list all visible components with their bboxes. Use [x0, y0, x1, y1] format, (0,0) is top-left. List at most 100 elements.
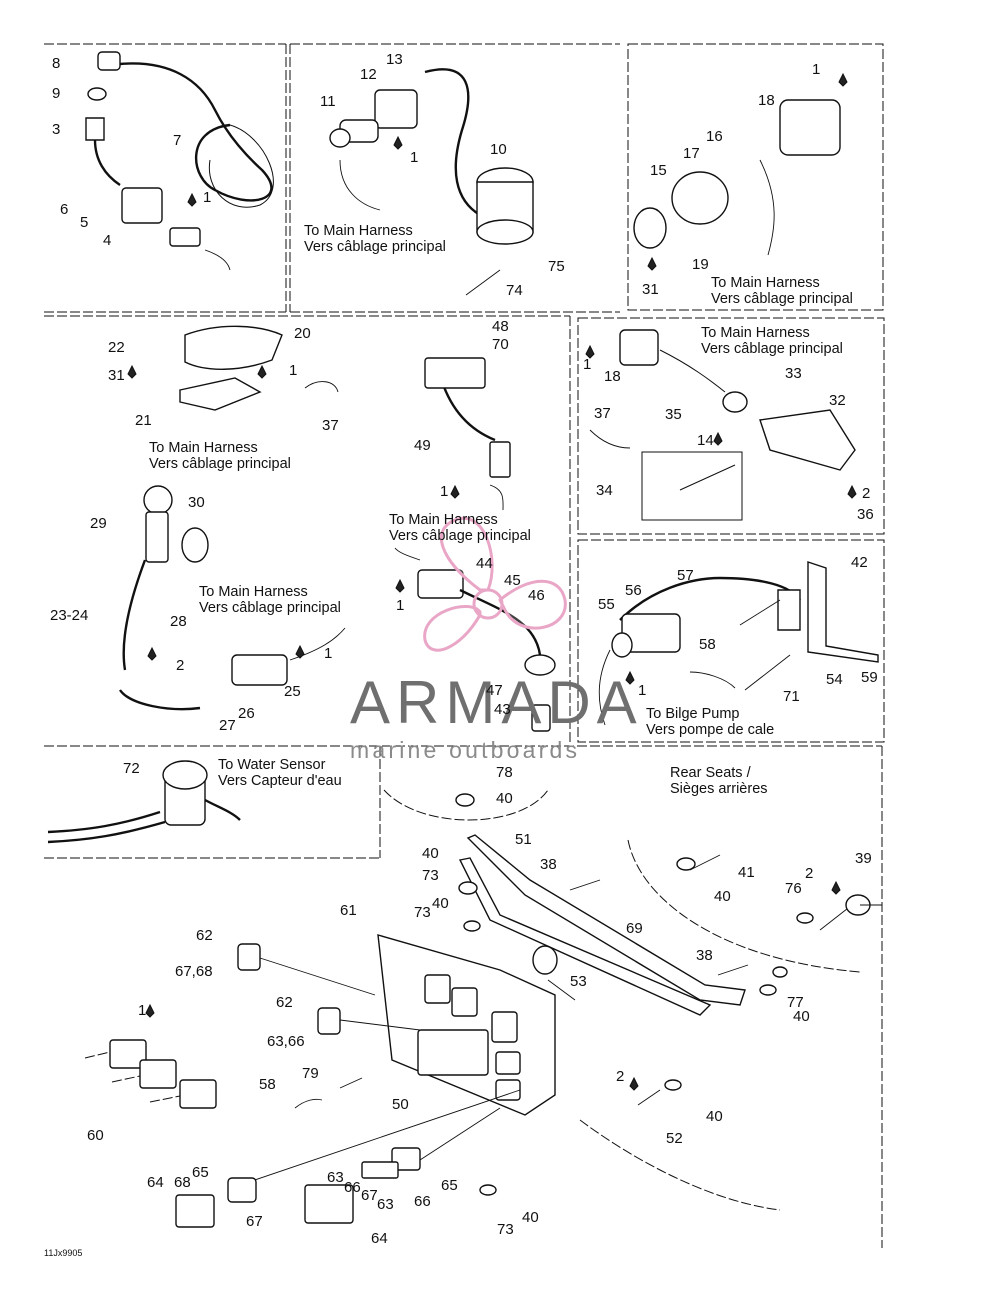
propeller-blade	[423, 605, 482, 652]
part-number: 40	[522, 1209, 539, 1226]
part-number: 26	[238, 705, 255, 722]
part-number: 72	[123, 760, 140, 777]
part-number: 37	[322, 417, 339, 434]
part-number: 50	[392, 1096, 409, 1113]
part-number: 13	[386, 51, 403, 68]
panel-switch	[180, 326, 510, 510]
part-number: 23-24	[50, 607, 89, 624]
part-number: 16	[706, 128, 723, 145]
part-number: 28	[170, 613, 187, 630]
watermark-subtitle: marine outboards	[350, 737, 581, 763]
part-number: 1	[396, 597, 405, 614]
part-number: 78	[496, 764, 513, 781]
part-number: 40	[714, 888, 731, 905]
part-number: 1	[440, 483, 449, 500]
part-number: 62	[276, 994, 293, 1011]
part-number: 1	[324, 645, 333, 662]
part-number: 29	[90, 515, 107, 532]
part-number: 1	[203, 189, 212, 206]
part-number: 1	[812, 61, 821, 78]
part-number: 38	[540, 856, 557, 873]
part-number: 36	[857, 506, 874, 523]
part-number: 15	[650, 162, 667, 179]
panel-bilge	[599, 562, 878, 725]
part-number: 2	[616, 1068, 625, 1085]
part-number: 3	[52, 121, 61, 138]
part-number: 77	[787, 994, 804, 1011]
part-number: 67	[246, 1213, 263, 1230]
part-number: 43	[494, 701, 511, 718]
part-number: 67,68	[175, 963, 213, 980]
part-number: 63	[327, 1169, 344, 1186]
part-number: 25	[284, 683, 301, 700]
part-number: 62	[196, 927, 213, 944]
part-number: 74	[506, 282, 523, 299]
part-number: 47	[486, 682, 503, 699]
part-number: 39	[855, 850, 872, 867]
part-number: 44	[476, 555, 493, 572]
part-number: 35	[665, 406, 682, 423]
part-number: 4	[103, 232, 112, 249]
part-number: 68	[174, 1174, 191, 1191]
part-number: 19	[692, 256, 709, 273]
part-number: 58	[699, 636, 716, 653]
part-number: 18	[604, 368, 621, 385]
part-number: 42	[851, 554, 868, 571]
watermark-title: ARMADA	[350, 669, 643, 736]
part-number: 60	[87, 1127, 104, 1144]
part-number: 32	[829, 392, 846, 409]
part-number: 2	[176, 657, 185, 674]
part-number: 64	[371, 1230, 388, 1247]
part-number: 7	[173, 132, 182, 149]
part-number: 18	[758, 92, 775, 109]
panel-electrical-box	[238, 794, 882, 1195]
part-number: 40	[496, 790, 513, 807]
part-number: 57	[677, 567, 694, 584]
panel-gauge	[634, 100, 840, 255]
part-number: 9	[52, 85, 61, 102]
part-number: 63,66	[267, 1033, 305, 1050]
part-number: 55	[598, 596, 615, 613]
part-number: 59	[861, 669, 878, 686]
part-number: 40	[432, 895, 449, 912]
part-number: 73	[414, 904, 431, 921]
part-number: 56	[625, 582, 642, 599]
part-number: 1	[289, 362, 298, 379]
part-number: 76	[785, 880, 802, 897]
part-number: 49	[414, 437, 431, 454]
part-number: 2	[805, 865, 814, 882]
part-number: 65	[192, 1164, 209, 1181]
part-number: 64	[147, 1174, 164, 1191]
part-number: 1	[638, 682, 647, 699]
part-number: 45	[504, 572, 521, 589]
part-number: 33	[785, 365, 802, 382]
part-number: 10	[490, 141, 507, 158]
part-number: 66	[344, 1179, 361, 1196]
part-number: 8	[52, 55, 61, 72]
panel-borders	[44, 44, 884, 1248]
part-number: 30	[188, 494, 205, 511]
part-number: 52	[666, 1130, 683, 1147]
panel-solenoid	[330, 69, 533, 295]
panel-float-switch	[395, 548, 555, 731]
part-number: 12	[360, 66, 377, 83]
part-number: 48	[492, 318, 509, 335]
part-number: 27	[219, 717, 236, 734]
part-number: 1	[410, 149, 419, 166]
part-number: 34	[596, 482, 613, 499]
part-number: 54	[826, 671, 843, 688]
part-number: 40	[422, 845, 439, 862]
part-number: 46	[528, 587, 545, 604]
part-number: 17	[683, 145, 700, 162]
connector-group	[85, 1040, 420, 1227]
part-number: 31	[108, 367, 125, 384]
part-number: 73	[497, 1221, 514, 1238]
part-number: 51	[515, 831, 532, 848]
propeller-blade	[498, 579, 567, 630]
